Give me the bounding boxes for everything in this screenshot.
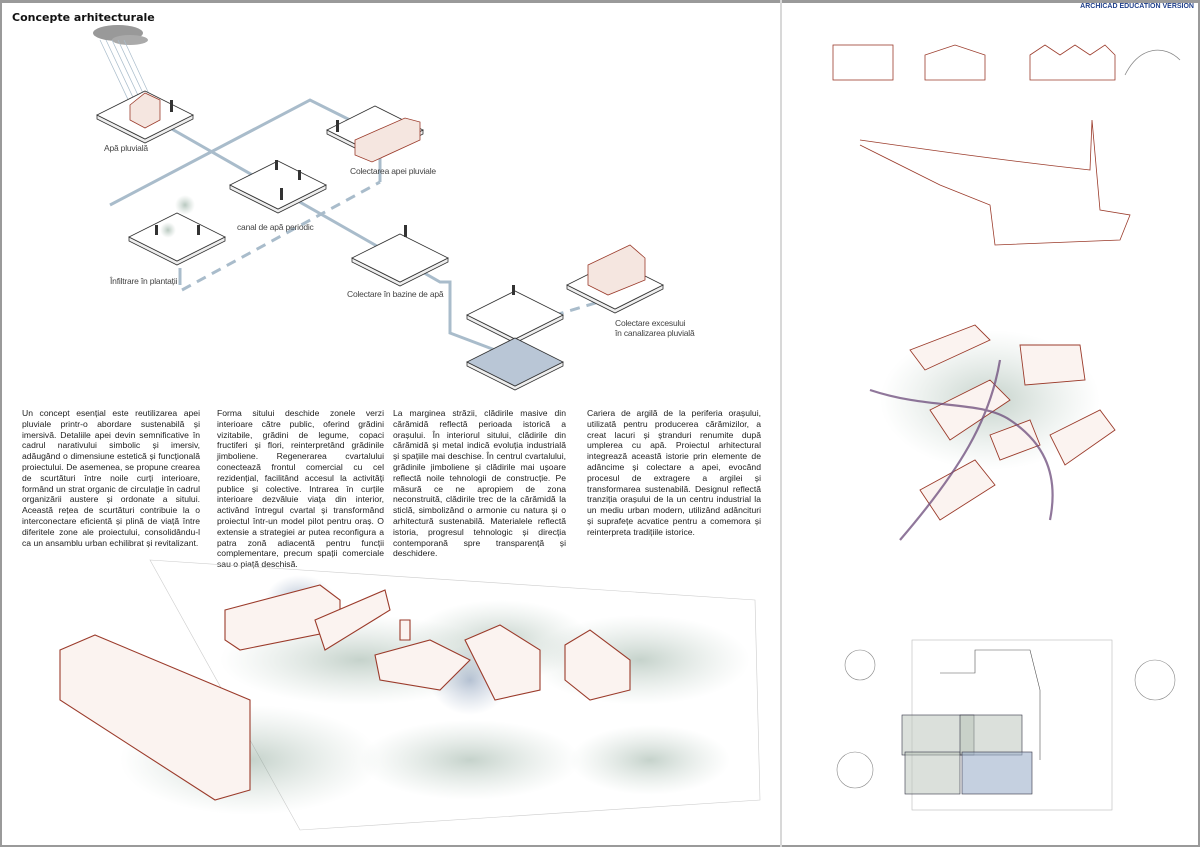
axonometric-sketch — [869, 324, 1116, 541]
house-excess — [587, 244, 646, 296]
platform-basins — [351, 233, 449, 283]
text-column-1: Un concept esențial este reutilizarea ap… — [22, 408, 200, 548]
site-outline-sketch — [859, 119, 1131, 246]
label-roof-collection: Colectarea apei pluviale — [350, 166, 436, 176]
platform-channel — [229, 160, 327, 210]
edu-watermark: ARCHICAD EDUCATION VERSION — [1080, 3, 1194, 10]
text-column-2: Forma sitului deschide zonele verzi inte… — [217, 408, 384, 570]
label-infiltration: Înfiltrare în plantații — [110, 276, 178, 286]
water-concept-diagram — [93, 25, 664, 391]
page-title: Concepte arhitecturale — [12, 11, 155, 24]
house-rain — [129, 92, 161, 129]
label-basins: Colectare în bazine de apă — [347, 289, 444, 299]
house-roof-collection — [354, 117, 421, 163]
platform-infiltration — [128, 212, 226, 262]
label-channel: canal de apă periodic — [237, 222, 314, 232]
platform-upper — [466, 290, 564, 340]
label-excess-2: în canalizarea pluvială — [615, 328, 695, 338]
rain-cloud-icon — [93, 25, 163, 126]
elevation-sketches — [832, 44, 1181, 81]
label-rain: Apă pluvială — [104, 143, 148, 153]
text-column-3: La marginea străzii, clădirile masive di… — [393, 408, 566, 559]
site-plan — [836, 639, 1176, 811]
brick-buildings — [59, 584, 631, 801]
tree-icon — [160, 195, 195, 238]
pipes — [109, 98, 496, 352]
people-icons — [155, 100, 515, 295]
platform-water-basin — [466, 337, 564, 387]
text-column-4: Cariera de argilă de la periferia orașul… — [587, 408, 761, 537]
label-excess-1: Colectare excesului — [615, 318, 686, 328]
page-fold-divider — [780, 0, 782, 847]
